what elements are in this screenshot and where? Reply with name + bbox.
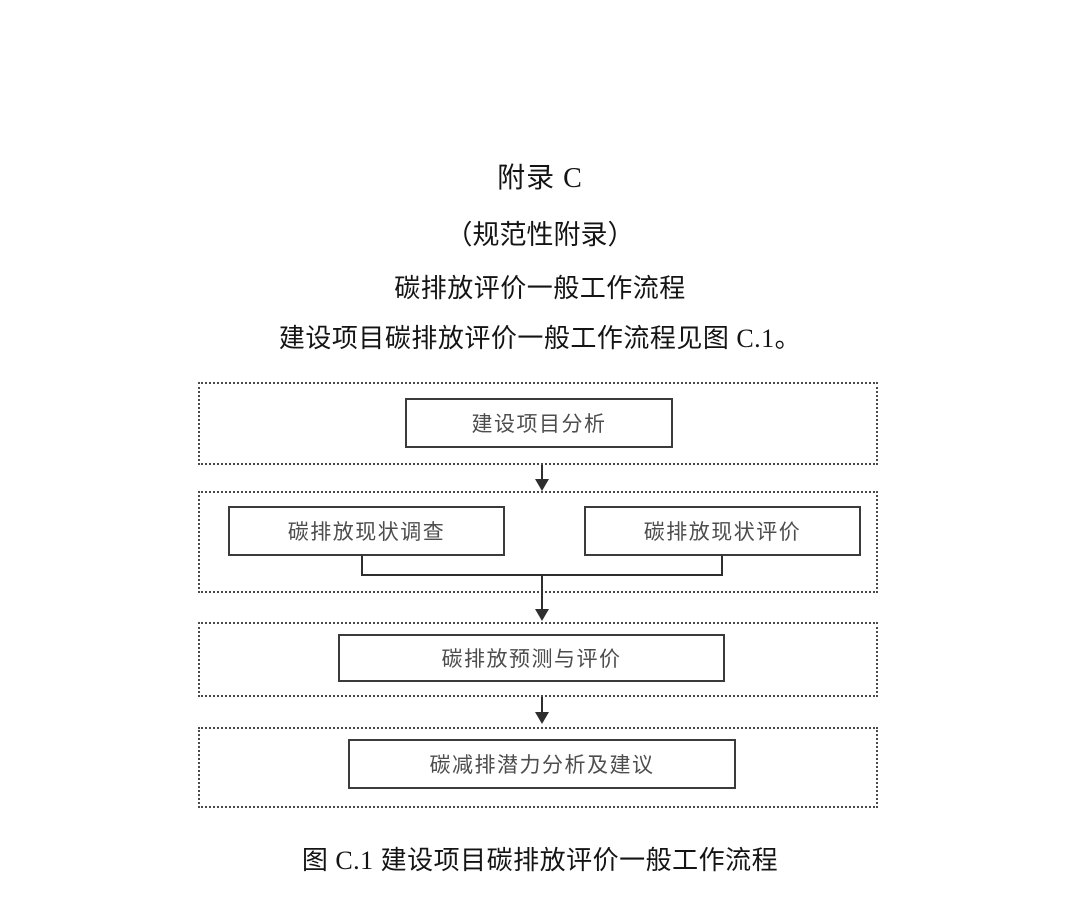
arrow-1-line <box>541 465 543 484</box>
merge-stub-right <box>721 556 723 575</box>
normative-label: （规范性附录） <box>445 219 635 250</box>
flowchart-stage-2-container <box>198 491 878 593</box>
flow-node-碳排放预测与评价[interactable]: 碳排放预测与评价 <box>338 634 725 682</box>
arrow-3-head <box>535 712 549 724</box>
intro-paragraph: 建设项目碳排放评价一般工作流程见图 C.1。 <box>278 324 802 354</box>
flow-node-碳排放现状评价[interactable]: 碳排放现状评价 <box>584 506 861 556</box>
arrow-3-line <box>541 697 543 717</box>
flowchart-stage-3-container <box>198 622 878 697</box>
arrow-1-head <box>535 479 549 491</box>
flowchart-stage-4-container <box>198 727 878 808</box>
flowchart: 建设项目分析 碳排放现状调查 碳排放现状评价 碳排放预测与评价 碳减排潜力分析及… <box>198 382 878 808</box>
arrow-2-head <box>535 609 549 621</box>
flow-node-建设项目分析[interactable]: 建设项目分析 <box>405 398 673 448</box>
section-title: 碳排放评价一般工作流程 <box>394 273 686 303</box>
merge-stub-left <box>361 556 363 575</box>
appendix-heading-block: 附录 C （规范性附录） 碳排放评价一般工作流程 建设项目碳排放评价一般工作流程… <box>0 162 1080 354</box>
figure-caption: 图 C.1 建设项目碳排放评价一般工作流程 <box>301 846 779 875</box>
merge-bar <box>361 574 723 576</box>
arrow-2-line <box>541 576 543 614</box>
flowchart-stage-1-container <box>198 382 878 465</box>
flow-node-碳减排潜力分析及建议[interactable]: 碳减排潜力分析及建议 <box>348 739 736 789</box>
appendix-label: 附录 C <box>497 163 583 194</box>
flow-node-碳排放现状调查[interactable]: 碳排放现状调查 <box>228 506 505 556</box>
